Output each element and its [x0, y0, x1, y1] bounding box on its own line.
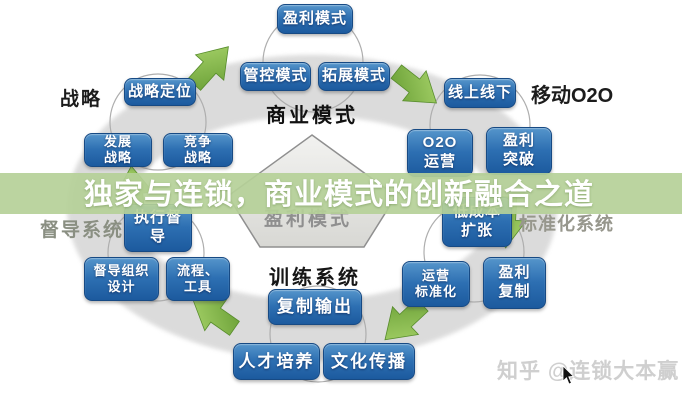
- label-supervision-system: 督导系统: [40, 220, 125, 241]
- node-label: 战略: [103, 150, 132, 165]
- node-culture-spread: 文化传播: [323, 343, 415, 380]
- node-label: 设计: [107, 279, 136, 294]
- node-label: 运营: [421, 267, 450, 283]
- node-label: 扩张: [460, 222, 493, 239]
- node-online-offline: 线上线下: [444, 78, 516, 108]
- node-profit-model: 盈利模式: [277, 4, 353, 34]
- node-o2o-operation: O2O 运营: [407, 129, 473, 177]
- title-banner: 独家与连锁，商业模式的创新融合之道: [0, 173, 682, 214]
- node-label: 发展: [103, 133, 132, 149]
- arrow-top-right: [390, 64, 438, 104]
- node-label: 运营: [423, 153, 456, 170]
- node-process-tools: 流程、 工具: [166, 257, 230, 301]
- node-talent-training: 人才培养: [233, 343, 320, 380]
- node-label: 盈利: [502, 132, 535, 150]
- label-training-system: 训练系统: [269, 267, 361, 289]
- node-label: 战略: [183, 150, 212, 165]
- watermark-text: 知乎 @连锁大本赢: [497, 360, 680, 383]
- page-title: 独家与连锁，商业模式的创新融合之道: [84, 179, 595, 211]
- node-label: 突破: [502, 151, 535, 168]
- label-pentagon: 盈利模式: [264, 209, 353, 230]
- node-profit-breakthrough: 盈利 突破: [486, 127, 552, 175]
- node-expansion-model: 拓展模式: [318, 62, 390, 91]
- node-label: 复制: [498, 283, 531, 300]
- node-label: 拓展模式: [321, 67, 386, 85]
- label-mobile-o2o: 移动O2O: [531, 85, 614, 107]
- node-label: 标准化: [414, 284, 457, 299]
- node-replication-output: 复制输出: [268, 289, 362, 325]
- node-label: 复制输出: [277, 297, 353, 317]
- node-strategy-positioning: 战略定位: [124, 78, 196, 106]
- label-standardization-system: 标准化系统: [519, 214, 614, 234]
- node-label: 竞争: [183, 133, 212, 149]
- node-supervision-org-design: 督导组织 设计: [84, 257, 159, 301]
- node-competition-strategy: 竞争 战略: [163, 133, 233, 167]
- node-profit-replication: 盈利 复制: [483, 257, 546, 309]
- node-control-model: 管控模式: [240, 62, 311, 91]
- node-development-strategy: 发展 战略: [84, 133, 152, 167]
- arrow-bottom-left: [192, 298, 240, 336]
- node-label: O2O: [422, 134, 458, 152]
- node-label: 人才培养: [238, 351, 315, 371]
- node-label: 文化传播: [331, 351, 407, 371]
- node-label: 管控模式: [243, 67, 308, 85]
- node-label: 督导组织: [93, 262, 150, 278]
- node-label: 线上线下: [447, 83, 512, 101]
- node-label: 盈利: [498, 264, 531, 282]
- node-label: 工具: [183, 279, 212, 294]
- node-label: 盈利模式: [282, 9, 347, 27]
- label-strategy: 战略: [60, 89, 103, 110]
- label-business-model: 商业模式: [266, 105, 358, 127]
- mouse-cursor-icon: [562, 366, 575, 385]
- node-label: 流程、: [176, 262, 219, 278]
- node-operation-standardization: 运营 标准化: [402, 261, 470, 307]
- node-label: 导: [149, 228, 166, 245]
- node-label: 战略定位: [127, 82, 192, 100]
